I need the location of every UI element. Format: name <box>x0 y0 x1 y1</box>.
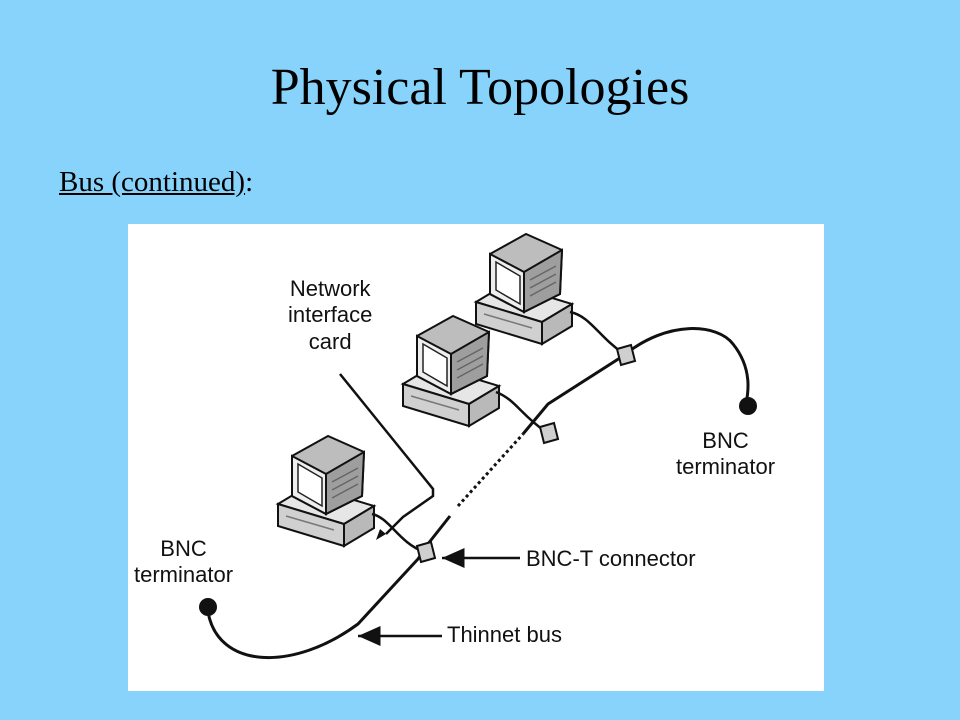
thinnet-bus-cable <box>206 543 430 660</box>
bnc-t-connector-right <box>615 343 637 367</box>
nic-label-line1: Network <box>289 276 371 301</box>
bnc-right-line2: terminator <box>676 454 776 480</box>
bus-topology-figure: Network interface card BNC terminator BN… <box>128 224 824 691</box>
bnc-t-connector-left <box>415 540 437 564</box>
bnc-terminator-right-label: BNC terminator <box>676 428 775 481</box>
bnc-terminator-right <box>739 397 757 415</box>
slide-subtitle: Bus (continued): <box>59 166 253 199</box>
bnc-left-line1: BNC <box>160 536 207 561</box>
drop-cable-middle <box>495 390 547 434</box>
bnc-right-line1: BNC <box>702 428 749 453</box>
subtitle-topic: Bus (continued) <box>59 166 246 198</box>
nic-label: Network interface card <box>288 276 372 355</box>
slide-title: Physical Topologies <box>270 59 690 116</box>
computer-right <box>475 233 573 345</box>
bnc-terminator-left <box>199 598 217 616</box>
subtitle-colon: : <box>245 166 254 198</box>
nic-leader-line <box>339 373 435 535</box>
computer-left <box>277 435 375 547</box>
thinnet-bus-label: Thinnet bus <box>447 622 562 647</box>
bnc-t-connector-middle <box>538 421 560 445</box>
computer-middle <box>402 315 500 427</box>
drop-cable-right <box>569 310 625 356</box>
nic-label-line3: card <box>308 328 352 354</box>
nic-label-line2: interface <box>288 302 373 328</box>
bnc-left-line2: terminator <box>134 562 234 588</box>
bnc-terminator-left-label: BNC terminator <box>134 536 233 589</box>
bnc-t-connector-label: BNC-T connector <box>526 546 696 571</box>
bus-diagram <box>199 233 757 660</box>
